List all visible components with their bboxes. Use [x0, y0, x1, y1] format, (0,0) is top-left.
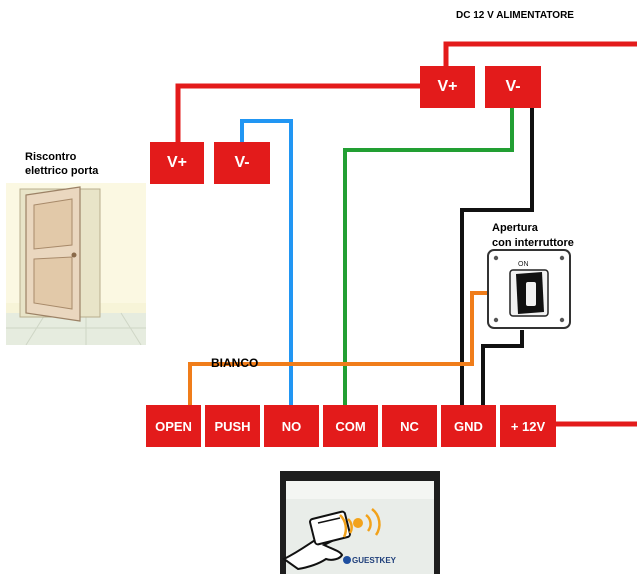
door-caption-line1: Riscontro [25, 151, 77, 163]
switch-caption-line1: Apertura [492, 222, 538, 234]
switch-on-label: ON [518, 261, 529, 268]
card-reader: GUESTKEY [280, 471, 440, 574]
terminal-nc: NC [382, 405, 437, 447]
terminal-com: COM [323, 405, 378, 447]
terminal-open: OPEN [146, 405, 201, 447]
psu-vplus-terminal: V+ [420, 66, 475, 108]
power-supply-title: DC 12 V ALIMENTATORE [456, 10, 574, 21]
door-caption: Riscontro elettrico porta [25, 150, 98, 178]
door-vplus-terminal: V+ [150, 142, 204, 184]
switch-caption-line2: con interruttore [492, 237, 574, 249]
terminal-gnd: GND [441, 405, 496, 447]
terminal-no: NO [264, 405, 319, 447]
terminal-push: PUSH [205, 405, 260, 447]
wire-blue [240, 119, 293, 405]
wire-orange [188, 291, 490, 405]
wire-label-bianco: BIANCO [211, 356, 259, 370]
wire-black-gnd [460, 108, 534, 405]
terminal-12v: + 12V [500, 405, 556, 447]
switch-caption: Apertura con interruttore [492, 221, 574, 251]
wire-red-supply [443, 41, 637, 66]
wire-red-door-vplus [175, 83, 420, 142]
wire-black-switch [481, 330, 524, 405]
psu-vminus-terminal: V- [485, 66, 541, 108]
wall-switch-illustration: ON [487, 249, 571, 329]
reader-logo: GUESTKEY [352, 556, 397, 565]
door-illustration [6, 183, 146, 345]
door-caption-line2: elettrico porta [25, 165, 99, 177]
wire-green [343, 108, 514, 405]
door-vminus-terminal: V- [214, 142, 270, 184]
